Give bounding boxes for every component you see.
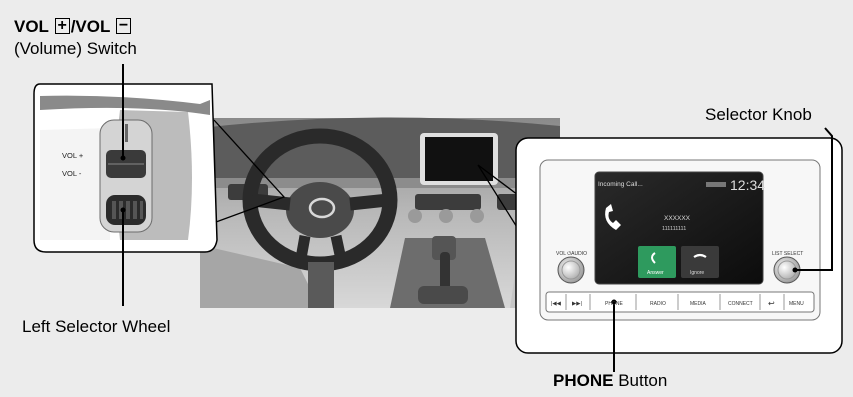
ignore-label: Ignore (690, 270, 704, 276)
back-button[interactable]: ↩ (768, 299, 775, 308)
media-button[interactable]: MEDIA (690, 301, 707, 307)
caller-name: XXXXXX (664, 215, 691, 222)
phone-button-callout: PHONE Button (553, 370, 667, 392)
vol-minus-label: VOL - (62, 169, 82, 178)
head-unit-inset (478, 138, 842, 353)
vol-minus-icon: − (116, 18, 131, 34)
vol-plus-icon: + (55, 18, 70, 34)
phone-button-label-rest: Button (613, 371, 667, 390)
car-interior-photo (200, 117, 560, 308)
phone-button[interactable]: PHONE (605, 301, 623, 307)
phone-button-label-bold: PHONE (553, 371, 613, 390)
skip-forward-button[interactable]: ▶▶| (572, 301, 582, 307)
right-knob-label: LIST SELECT (772, 251, 803, 257)
vol-prefix: VOL (14, 17, 49, 36)
vol-switch-subtitle: (Volume) Switch (14, 39, 137, 58)
menu-button[interactable]: MENU (789, 301, 804, 307)
vol-plus-label: VOL + (62, 151, 84, 160)
connect-button[interactable]: CONNECT (728, 301, 753, 307)
left-knob-label: VOL ⏻AUDIO (556, 251, 587, 257)
radio-button[interactable]: RADIO (650, 301, 666, 307)
screen-time: 12:34 (730, 177, 765, 193)
screen-title: Incoming Call... (598, 181, 643, 188)
caller-number: 111111111 (662, 226, 686, 232)
left-selector-wheel-label: Left Selector Wheel (22, 316, 170, 338)
vol-separator: /VOL (71, 17, 111, 36)
selector-knob-label: Selector Knob (705, 104, 812, 126)
vol-switch-callout: VOL +/VOL − (Volume) Switch (14, 16, 137, 60)
answer-label: Answer (647, 270, 664, 276)
skip-back-button[interactable]: |◀◀ (551, 301, 562, 307)
